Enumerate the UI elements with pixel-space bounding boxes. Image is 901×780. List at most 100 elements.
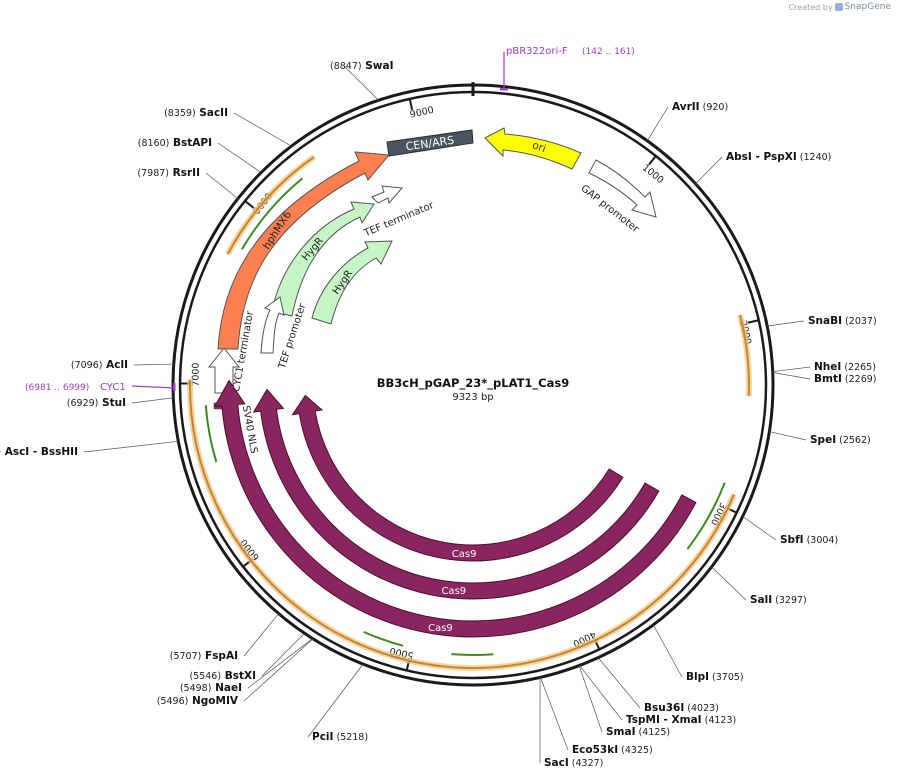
feature-tef-terminator[interactable] <box>371 185 404 205</box>
site-label[interactable]: (5546) BstXI <box>189 670 256 682</box>
site-position: (2562) <box>836 435 871 446</box>
site-label[interactable]: TspMI - XmaI (4123) <box>626 714 736 726</box>
site-connector <box>247 638 313 689</box>
primer-cyc1[interactable]: (6981 .. 6999) CYC1 <box>25 382 176 393</box>
site-connector <box>767 320 805 327</box>
site-name: SalI <box>750 594 772 606</box>
site-name: - XmaI <box>660 714 702 726</box>
site-label[interactable]: Eco53kI (4325) <box>572 744 653 756</box>
feature-tef-promoter[interactable] <box>260 296 285 354</box>
site-label[interactable]: AvrII (920) <box>672 101 728 113</box>
site-position: (4325) <box>618 745 653 756</box>
site-label[interactable]: (5498) NaeI <box>180 682 242 694</box>
feature-cas9-2[interactable] <box>252 388 660 600</box>
site-name: Bsu36I <box>644 702 684 714</box>
site-label[interactable]: (5707) FspAI <box>170 650 238 662</box>
orange-arrow-main-2 <box>189 379 560 669</box>
site-position: (8847) <box>330 61 362 72</box>
feature-hphmx6[interactable] <box>217 151 391 350</box>
site-name: AbsI <box>726 151 752 163</box>
site-label[interactable]: SalI (3297) <box>750 594 807 606</box>
site-label[interactable]: (5496) NgoMIV <box>157 695 239 707</box>
site-label[interactable]: NheI (2265) <box>814 361 876 373</box>
site-position: (5498) <box>180 683 212 694</box>
site-name: SbfI <box>780 534 804 546</box>
site-label[interactable]: SnaBI (2037) <box>808 315 877 327</box>
tick-label: 1000 <box>640 162 666 186</box>
site-label[interactable]: PciI (5218) <box>312 731 368 743</box>
tick-mark <box>408 98 414 110</box>
site-name: PciI <box>312 731 333 743</box>
site-label[interactable]: BmtI (2269) <box>814 373 876 385</box>
site-label[interactable]: (7987) RsrII <box>137 167 200 179</box>
site-position: (5218) <box>333 732 368 743</box>
site-name: SacII <box>196 107 228 119</box>
site-position: (1240) <box>797 152 832 163</box>
feature-label-cas9: Cas9 <box>452 549 477 560</box>
feature-label-cas9: Cas9 <box>441 586 466 597</box>
green-arrow-bottom-2 <box>363 630 404 647</box>
site-position: (2265) <box>841 362 876 373</box>
site-label[interactable]: (6929) StuI <box>67 397 126 409</box>
site-label[interactable]: (6712) AscI - BssHII <box>0 446 78 458</box>
primer-range-cyc1: (6981 .. 6999) <box>25 383 89 393</box>
feature-hygr-outer[interactable] <box>271 201 375 317</box>
primer-range-pbr322ori-f: (142 .. 161) <box>582 47 635 57</box>
feature-gap-promoter[interactable] <box>588 159 657 218</box>
site-label[interactable]: SpeI (2562) <box>810 434 871 446</box>
site-position: (2037) <box>842 316 877 327</box>
primer-name-pbr322ori-f: pBR322ori-F <box>506 46 568 57</box>
svg-text:(8359) SacII: (8359) SacII <box>164 107 228 119</box>
site-name: BmtI <box>814 373 842 385</box>
site-label[interactable]: Bsu36I (4023) <box>644 702 719 714</box>
orange-arrow-main <box>559 494 735 656</box>
site-label[interactable]: AbsI - PspXI (1240) <box>726 151 831 163</box>
site-connector <box>540 677 569 751</box>
site-label[interactable]: SacI (4327) <box>544 757 603 769</box>
site-connector <box>243 613 279 657</box>
site-position: (4327) <box>569 758 604 769</box>
feature-ori[interactable] <box>484 127 582 170</box>
site-connector <box>772 372 811 380</box>
site-name: Eco53kI <box>572 744 618 756</box>
svg-text:(6929) StuI: (6929) StuI <box>67 397 126 409</box>
site-name: RsrII <box>169 167 200 179</box>
site-position: (8359) <box>164 108 196 119</box>
site-name: - BssHII <box>29 446 78 458</box>
svg-text:(5546) BstXI: (5546) BstXI <box>189 670 256 682</box>
feature-cas9-3[interactable] <box>291 394 624 562</box>
site-label[interactable]: SbfI (3004) <box>780 534 838 546</box>
feature-cas9-1[interactable] <box>213 379 697 638</box>
plasmid-length: 9323 bp <box>452 392 493 403</box>
tick-mark <box>747 319 759 324</box>
site-connector <box>742 516 777 541</box>
green-arrow-bottom <box>451 653 494 656</box>
svg-text:SmaI (4125): SmaI (4125) <box>606 726 670 738</box>
svg-text:AvrII (920): AvrII (920) <box>672 101 728 113</box>
tick-label: 7000 <box>191 362 202 386</box>
site-connector <box>711 566 747 601</box>
snapgene-watermark: Created by SnapGene <box>789 2 891 12</box>
feature-cen-ars[interactable] <box>386 129 474 157</box>
site-label[interactable]: (7096) AclI <box>71 359 128 371</box>
site-position: (3004) <box>804 535 839 546</box>
site-label[interactable]: BlpI (3705) <box>686 671 744 683</box>
svg-text:(5496) NgoMIV: (5496) NgoMIV <box>157 695 239 707</box>
green-arrow-left <box>204 405 218 463</box>
primer-pbr322ori-f[interactable]: pBR322ori-F (142 .. 161) <box>500 46 635 91</box>
site-connector <box>647 106 669 142</box>
feature-hygr-inner[interactable] <box>311 240 393 325</box>
svg-text:SacI (4327): SacI (4327) <box>544 757 603 769</box>
site-label[interactable]: SmaI (4125) <box>606 726 670 738</box>
site-position: (2269) <box>842 374 877 385</box>
site-label[interactable]: (8359) SacII <box>164 107 228 119</box>
site-name: SacI <box>544 757 569 769</box>
site-label[interactable]: (8847) SwaI <box>330 60 394 72</box>
site-connector <box>131 397 174 404</box>
svg-text:NheI (2265): NheI (2265) <box>814 361 876 373</box>
site-label[interactable]: (8160) BstAPI <box>138 137 212 149</box>
site-position: (4125) <box>636 727 671 738</box>
svg-text:PciI (5218): PciI (5218) <box>312 731 368 743</box>
site-position: (920) <box>700 102 729 113</box>
